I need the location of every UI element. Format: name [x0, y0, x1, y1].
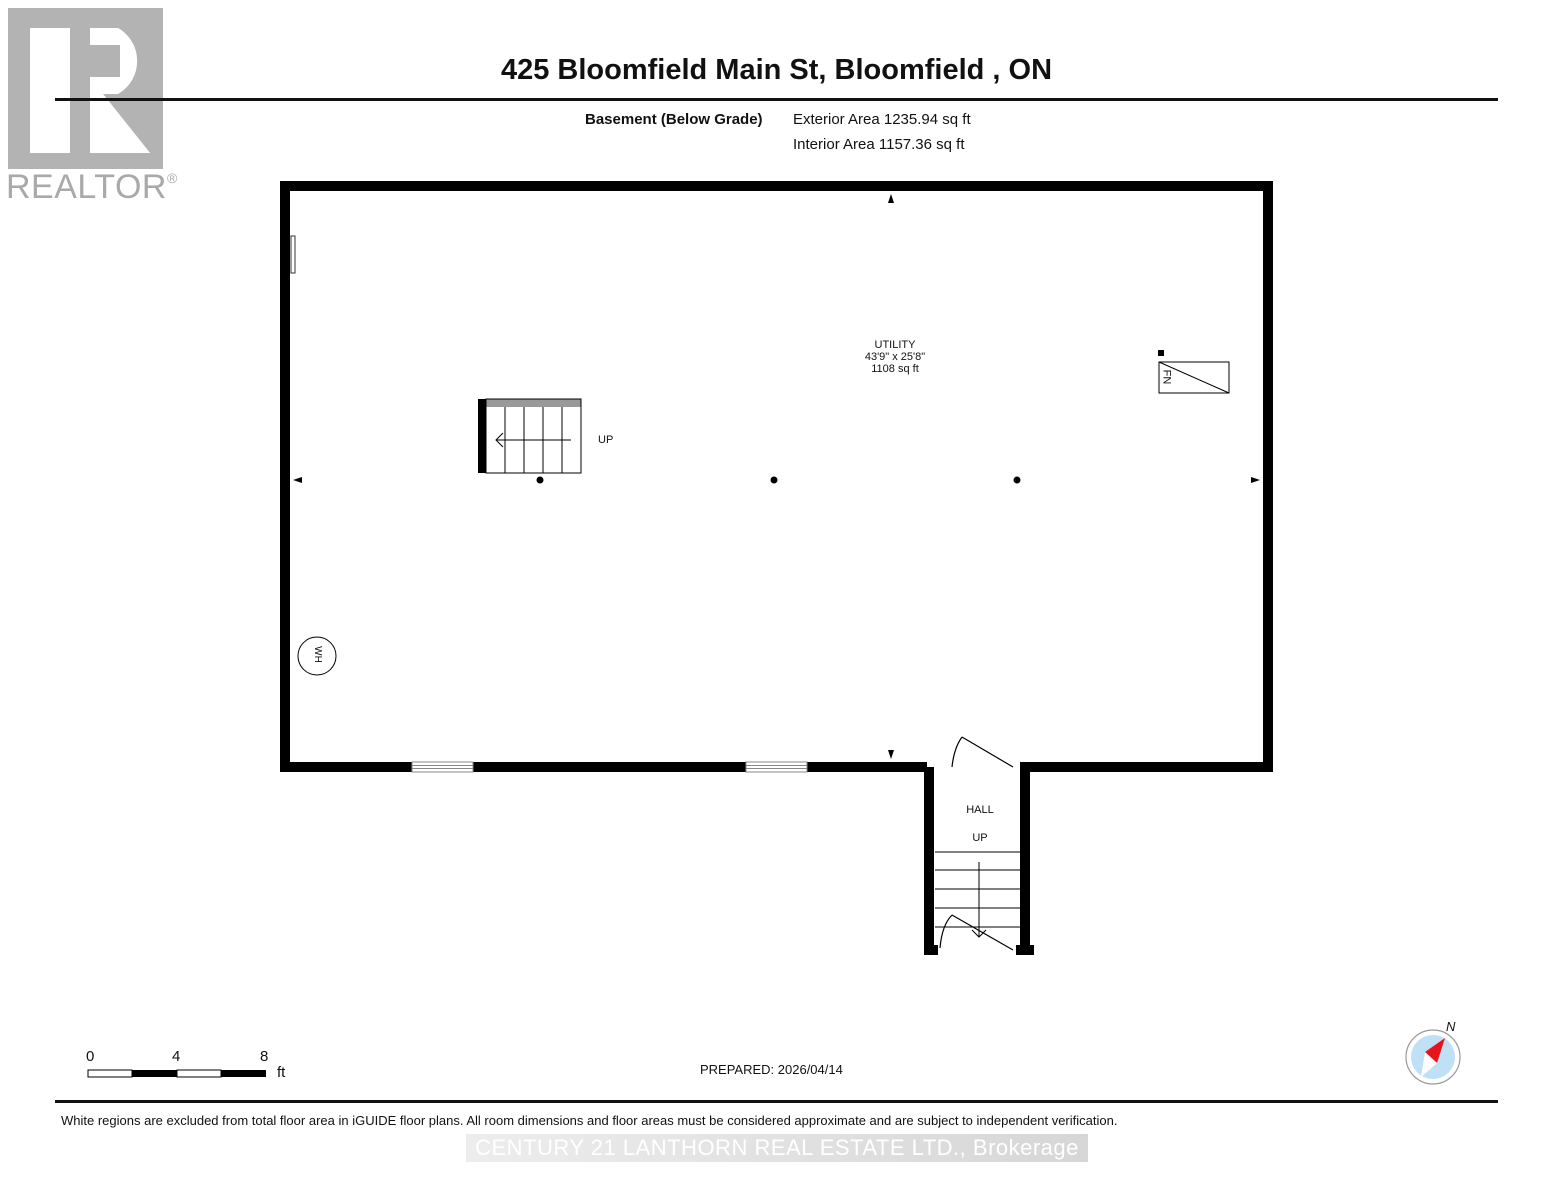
- room-utility: UTILITY 43'9" x 25'8" 1108 sq ft: [835, 339, 955, 375]
- disclaimer-text: White regions are excluded from total fl…: [61, 1113, 1118, 1128]
- room-hall: HALL: [966, 804, 994, 816]
- room-name: UTILITY: [874, 339, 916, 351]
- scale-bar: [87, 1069, 266, 1078]
- realtor-r-icon: [30, 28, 150, 153]
- registered-mark: ®: [166, 170, 178, 186]
- scale-unit: ft: [277, 1064, 286, 1081]
- scale-tick-0: 0: [86, 1048, 95, 1065]
- hall-stairs: [935, 851, 1023, 938]
- window-left: [411, 761, 474, 773]
- column-post: [1013, 476, 1021, 484]
- furnace-symbol: [1158, 350, 1230, 394]
- interior-area: Interior Area 1157.36 sq ft: [793, 136, 965, 153]
- header-divider: [55, 98, 1498, 101]
- room-area: 1108 sq ft: [871, 363, 919, 375]
- water-heater-symbol: [297, 636, 337, 676]
- window-right: [745, 761, 808, 773]
- realtor-logo: [8, 8, 163, 169]
- column-post: [536, 476, 544, 484]
- scale-tick-8: 8: [260, 1048, 269, 1065]
- realtor-text: REALTOR: [6, 168, 167, 206]
- page-title: 425 Bloomfield Main St, Bloomfield , ON: [500, 54, 1053, 86]
- compass-icon: [1405, 1029, 1461, 1085]
- column-post: [770, 476, 778, 484]
- hall-bottom-door: [939, 914, 1014, 951]
- hall-top-door: [951, 736, 1014, 768]
- floor-name: Basement (Below Grade): [585, 111, 763, 128]
- exterior-area: Exterior Area 1235.94 sq ft: [793, 111, 971, 128]
- stairs-up-label: UP: [598, 434, 614, 446]
- brokerage-watermark: CENTURY 21 LANTHORN REAL ESTATE LTD., Br…: [466, 1134, 1088, 1162]
- furnace-label: FN: [1160, 369, 1173, 385]
- realtor-wordmark: REALTOR®: [6, 168, 178, 207]
- room-dimensions: 43'9" x 25'8": [864, 351, 926, 363]
- scale-tick-4: 4: [172, 1048, 181, 1065]
- main-stairs: [478, 398, 582, 474]
- exterior-walls: [280, 181, 1273, 955]
- water-heater-label: WH: [311, 646, 323, 663]
- hall-stairs-up-label: UP: [972, 832, 988, 844]
- wall-panel: [290, 235, 296, 274]
- dimension-markers: [293, 194, 1260, 759]
- prepared-date: PREPARED: 2026/04/14: [700, 1062, 843, 1077]
- compass-north-label: N: [1446, 1019, 1456, 1034]
